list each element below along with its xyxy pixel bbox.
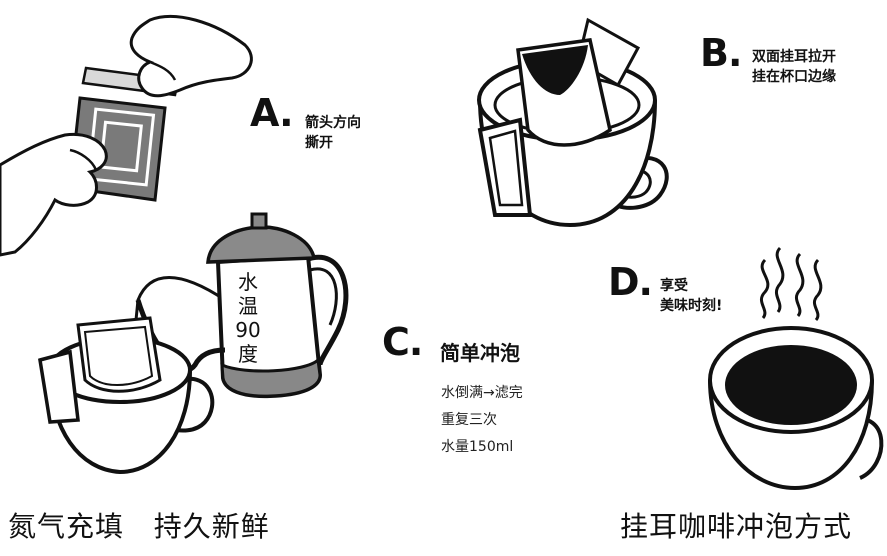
footer-left-caption: 氮气充填 持久新鲜 [8, 510, 270, 544]
step-b-letter: B. [700, 34, 741, 72]
coffee-cup-icon [710, 328, 881, 488]
step-d-text-line1: 享受 [660, 276, 688, 296]
kettle-temp-line1: 水 [223, 270, 273, 294]
cup-icon [40, 318, 212, 472]
step-d-text-line2: 美味时刻! [660, 296, 722, 316]
step-c-letter: C. [382, 323, 422, 361]
hang-bag-illustration [460, 10, 690, 240]
step-c-detail-2: 重复三次 [441, 410, 497, 430]
step-c-detail-3: 水量150ml [441, 437, 513, 457]
step-a-letter: A. [250, 94, 293, 132]
footer-right-caption: 挂耳咖啡冲泡方式 [620, 510, 852, 544]
step-b-text-line2: 挂在杯口边缘 [752, 67, 836, 87]
step-b-text-line1: 双面挂耳拉开 [752, 47, 836, 67]
steam-icon [761, 248, 820, 320]
step-c-title: 简单冲泡 [440, 340, 520, 366]
hand-icon [131, 16, 251, 95]
step-c-detail-1: 水倒满→滤完 [441, 383, 523, 403]
kettle-temp-line3: 90 [223, 318, 273, 342]
step-a-text-line2: 撕开 [305, 133, 333, 153]
pour-water-illustration [20, 200, 360, 490]
kettle-temp-line2: 温 [223, 294, 273, 318]
enjoy-coffee-illustration [700, 240, 887, 500]
kettle-temp-line4: 度 [223, 342, 273, 366]
step-a-text-line1: 箭头方向 [305, 113, 361, 133]
step-d-letter: D. [608, 263, 652, 301]
